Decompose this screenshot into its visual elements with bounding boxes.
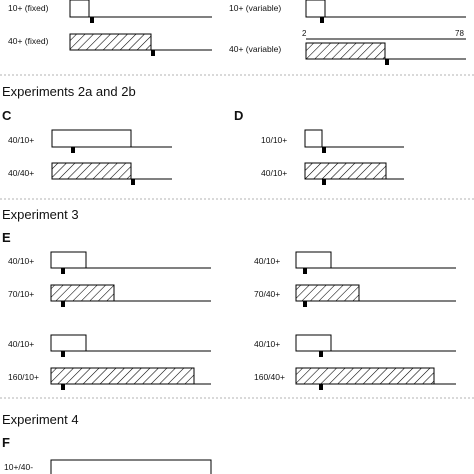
test-marker: [303, 268, 307, 274]
test-marker: [319, 351, 323, 357]
sample-box-hatched: [295, 284, 360, 302]
sample-box-hatched: [50, 284, 115, 302]
sample-box-white: [50, 459, 212, 474]
row-label: 40/40+: [8, 168, 34, 178]
sample-box-hatched: [50, 367, 195, 385]
sample-box-white: [304, 129, 323, 148]
test-marker: [322, 147, 326, 153]
sample-box-white: [305, 0, 326, 18]
test-marker: [71, 147, 75, 153]
test-marker: [151, 50, 155, 56]
row-label: 40/10+: [254, 256, 280, 266]
sample-box-hatched: [51, 162, 132, 180]
row-label: 70/10+: [8, 289, 34, 299]
test-marker: [319, 384, 323, 390]
sample-box-hatched: [69, 33, 152, 51]
sample-box-white: [50, 251, 87, 269]
test-marker: [385, 59, 389, 65]
row-label: 40/10+: [8, 339, 34, 349]
sample-box-hatched: [295, 367, 435, 385]
axis-tick-min: 2: [302, 29, 307, 38]
test-marker: [322, 179, 326, 185]
row-label: 40/10+: [8, 256, 34, 266]
row-label: 160/40+: [254, 372, 285, 382]
sample-box-white: [295, 334, 332, 352]
sample-box-hatched: [305, 42, 386, 60]
test-marker: [320, 17, 324, 23]
sample-box-hatched: [304, 162, 387, 180]
panel-label-f: F: [2, 435, 10, 450]
sample-box-white: [295, 251, 332, 269]
row-label: 10/10+: [261, 135, 287, 145]
test-marker: [131, 179, 135, 185]
test-marker: [61, 268, 65, 274]
row-label: 70/40+: [254, 289, 280, 299]
row-label-40-fixed: 40+ (fixed): [8, 36, 49, 46]
section-title-exp2: Experiments 2a and 2b: [2, 84, 136, 99]
panel-label-e: E: [2, 230, 11, 245]
section-title-exp3: Experiment 3: [2, 207, 79, 222]
section-title-exp4: Experiment 4: [2, 412, 79, 427]
test-marker: [61, 351, 65, 357]
row-label: 40/10+: [8, 135, 34, 145]
test-marker: [303, 301, 307, 307]
axis-tick-max: 78: [455, 29, 464, 38]
sample-box-white: [51, 129, 132, 148]
row-label-10-variable: 10+ (variable): [229, 3, 281, 13]
sample-box-white: [50, 334, 87, 352]
panel-label-c: C: [2, 108, 12, 123]
row-label-10-fixed: 10+ (fixed): [8, 3, 49, 13]
row-label: 40/10+: [261, 168, 287, 178]
row-label-40-variable: 40+ (variable): [229, 44, 281, 54]
panel-label-d: D: [234, 108, 243, 123]
sample-box-white: [69, 0, 90, 18]
row-label: 40/10+: [254, 339, 280, 349]
row-label: 10+/40-: [4, 462, 33, 472]
test-marker: [90, 17, 94, 23]
test-marker: [61, 301, 65, 307]
row-label: 160/10+: [8, 372, 39, 382]
test-marker: [61, 384, 65, 390]
